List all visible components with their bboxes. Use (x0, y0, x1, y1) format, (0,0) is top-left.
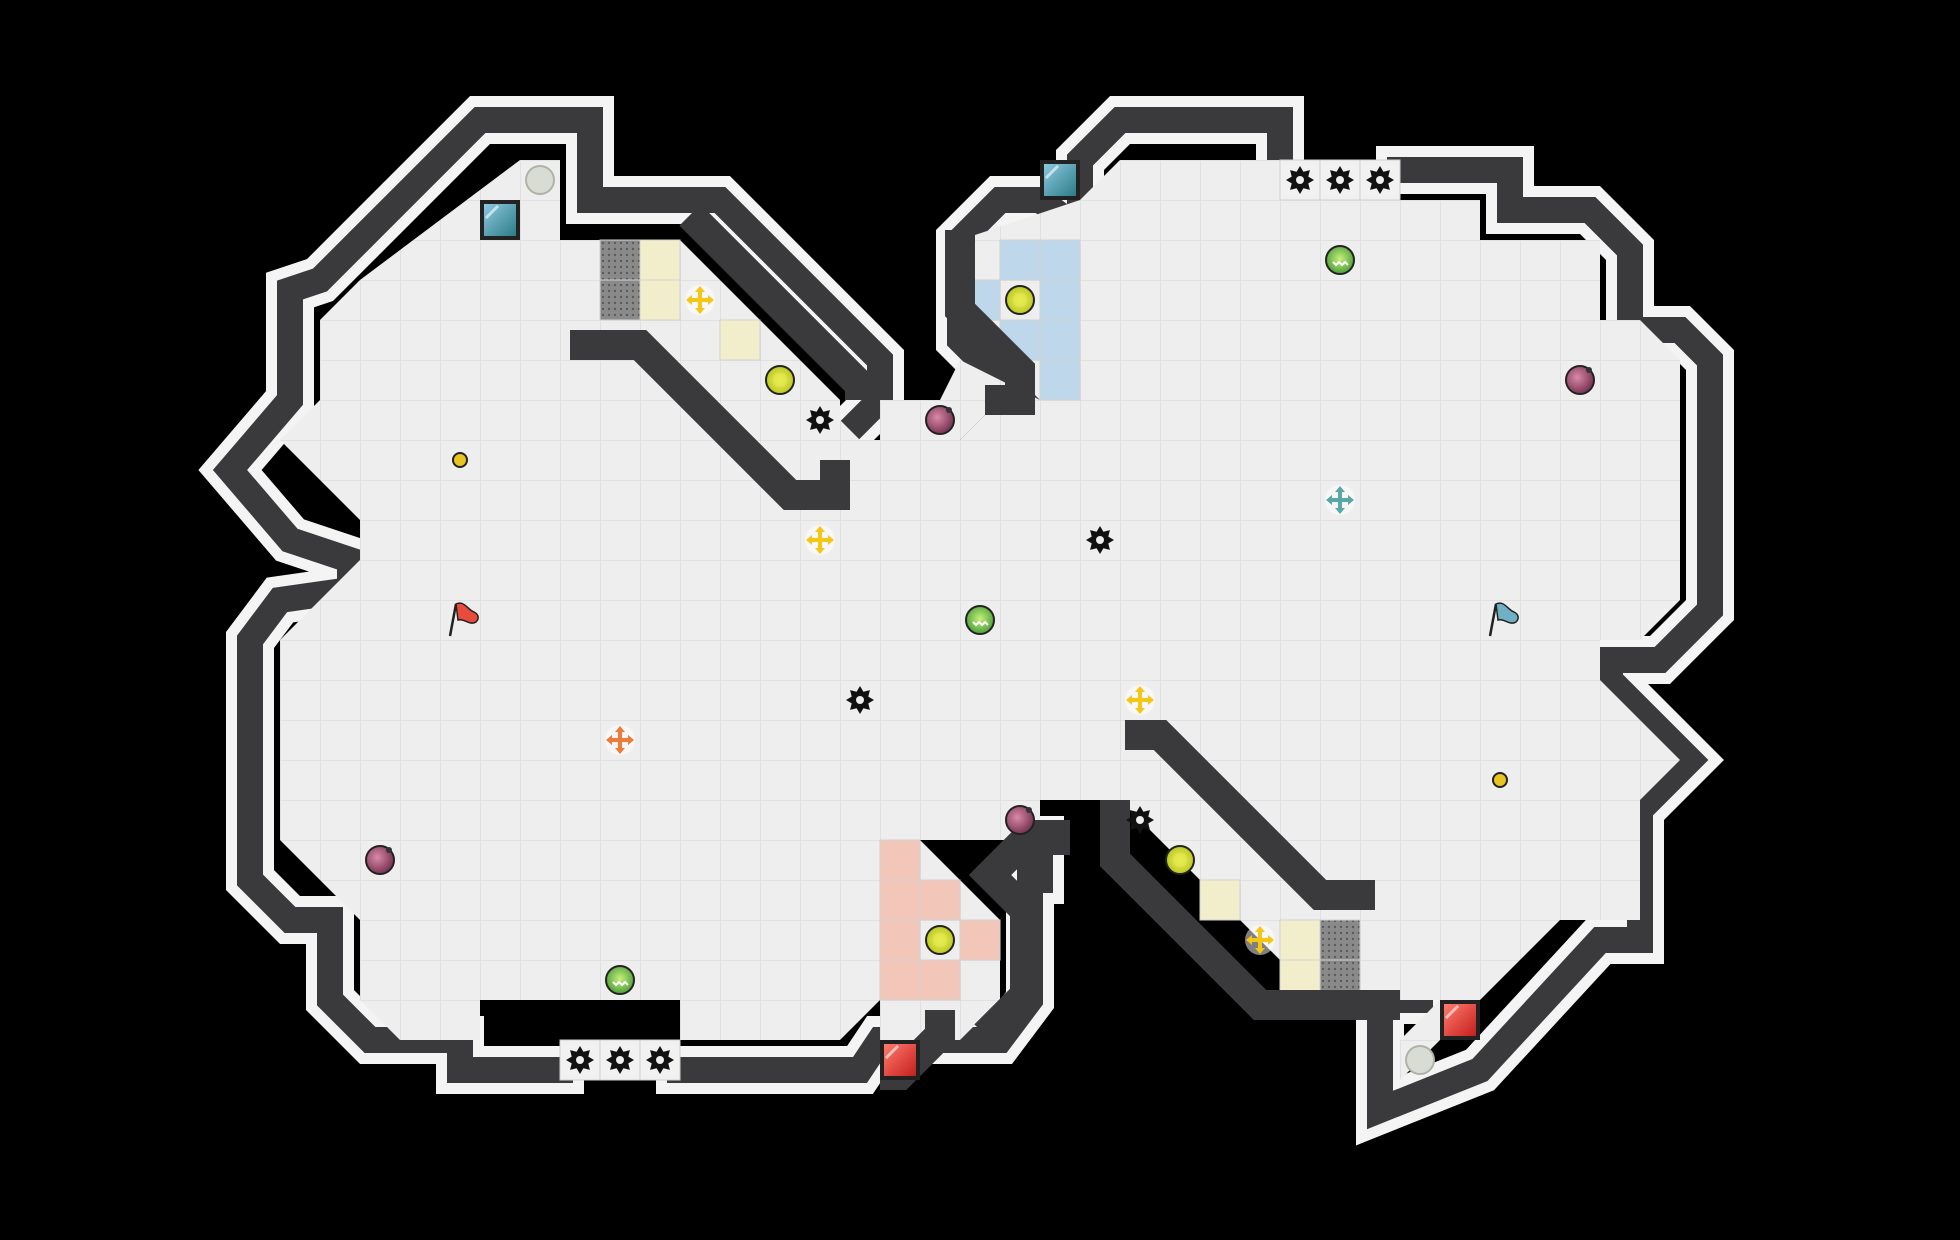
inner-wall (570, 330, 850, 510)
spike-icon (646, 1046, 674, 1074)
inner-wall (679, 204, 875, 400)
gate-tile (1279, 919, 1321, 961)
grate-tile (599, 279, 641, 321)
red-gate-icon (1440, 1000, 1480, 1040)
button-icon (925, 925, 955, 955)
spike-icon (1126, 806, 1154, 834)
grate-tile (1319, 919, 1361, 961)
spike-icon (1326, 166, 1354, 194)
inner-wall (968, 820, 1070, 1046)
blue-team-zone-tile (1039, 239, 1081, 281)
marker-dot (1492, 772, 1508, 788)
powerup-icon (1325, 245, 1355, 275)
floor-right (940, 160, 1680, 1080)
red-flag-icon (448, 602, 479, 637)
spike-icon (846, 686, 874, 714)
boost-icon (685, 285, 715, 315)
blue-team-zone-tile (1039, 279, 1081, 321)
marker-dot (452, 452, 468, 468)
powerup-icon (965, 605, 995, 635)
gate-tile (1199, 879, 1241, 921)
button-icon (1005, 285, 1035, 315)
gate-tile (639, 279, 681, 321)
red-team-zone-tile (879, 959, 921, 1001)
blue-flag-icon (1488, 602, 1519, 637)
bomb-icon (365, 845, 395, 875)
spike-icon (1286, 166, 1314, 194)
boost-icon (1245, 925, 1275, 955)
spike-icon (1366, 166, 1394, 194)
red-team-zone-tile (919, 959, 961, 1001)
gate-tile (639, 239, 681, 281)
red-team-zone-tile (879, 839, 921, 881)
floor (280, 160, 1680, 1080)
blue-gate-icon (1040, 160, 1080, 200)
red-team-zone-tile (879, 879, 921, 921)
blue-boost-icon (1325, 485, 1355, 515)
red-gate-icon (880, 1040, 920, 1080)
red-boost-icon (605, 725, 635, 755)
portal-icon (525, 165, 555, 195)
bomb-icon (1005, 805, 1035, 835)
inner-wall (1100, 800, 1400, 1020)
bomb-icon (1565, 365, 1595, 395)
button-icon (765, 365, 795, 395)
portal-icon (1405, 1045, 1435, 1075)
blue-team-zone-tile (1039, 319, 1081, 361)
special-tiles (559, 159, 1401, 1081)
blue-team-zone-tile (999, 239, 1041, 281)
blue-gate-icon (480, 200, 520, 240)
spike-icon (566, 1046, 594, 1074)
spike-icon (1086, 526, 1114, 554)
inner-wall (1125, 720, 1375, 910)
boost-icon (805, 525, 835, 555)
gate-tile (719, 319, 761, 361)
inner-wall (945, 230, 1035, 415)
entities (365, 160, 1595, 1080)
button-icon (1165, 845, 1195, 875)
floor-left (280, 160, 1120, 1040)
red-team-zone-tile (919, 879, 961, 921)
boost-icon (1125, 685, 1155, 715)
spike-icon (606, 1046, 634, 1074)
spike-icon (806, 406, 834, 434)
grate-tile (599, 239, 641, 281)
bomb-icon (925, 405, 955, 435)
powerup-icon (605, 965, 635, 995)
red-team-zone-tile (879, 919, 921, 961)
blue-team-zone-tile (1039, 359, 1081, 401)
red-team-zone-tile (959, 919, 1001, 961)
